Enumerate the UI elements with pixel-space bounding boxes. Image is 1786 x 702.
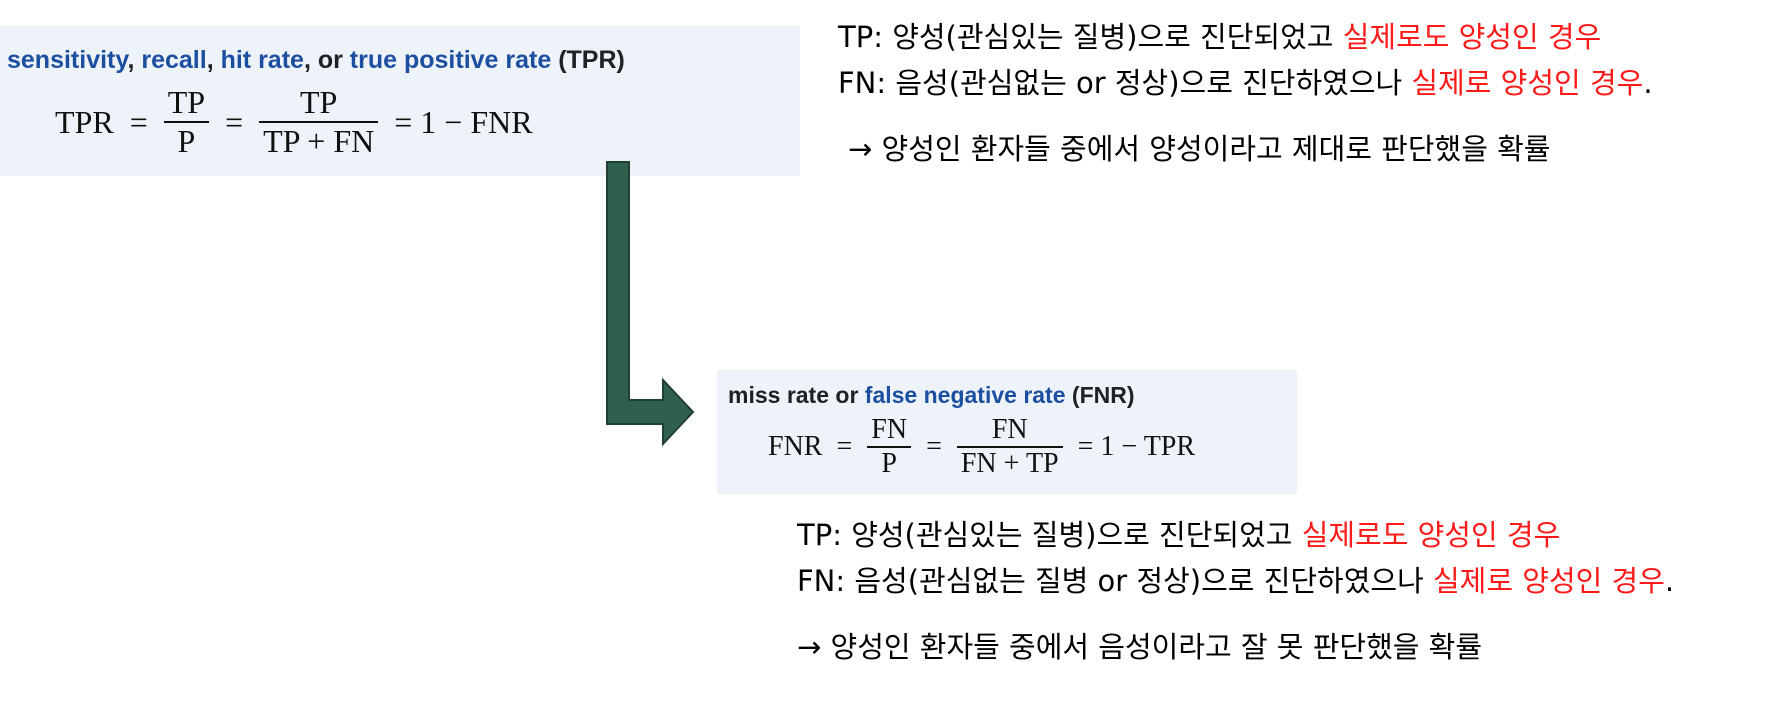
fraction-fn-over-fn-tp: FN FN + TP bbox=[956, 414, 1063, 480]
arrow-shape bbox=[606, 161, 695, 447]
term-recall: recall bbox=[141, 46, 207, 74]
numerator: FN bbox=[871, 414, 908, 445]
tp-text: TP: 양성(관심있는 질병)으로 진단되었고 bbox=[797, 518, 1302, 552]
fn-highlight: 실제로 양성인 경우 bbox=[1433, 564, 1665, 598]
denominator: TP + FN bbox=[259, 121, 379, 160]
term-false-negative-rate: false negative rate bbox=[864, 382, 1066, 408]
numerator: TP bbox=[167, 84, 206, 120]
tpr-definition-box: sensitivity, recall, hit rate, or true p… bbox=[0, 26, 800, 176]
term-hit-rate: hit rate bbox=[220, 46, 304, 74]
formula-rhs: 1 − FNR bbox=[420, 103, 533, 140]
equals-sign: = bbox=[829, 431, 853, 462]
fn-definition-line: FN: 음성(관심없는 or 정상)으로 진단하였으나 실제로 양성인 경우. bbox=[838, 60, 1653, 106]
formula-rhs: 1 − TPR bbox=[1100, 431, 1196, 462]
tpr-notes: TP: 양성(관심있는 질병)으로 진단되었고 실제로도 양성인 경우 FN: … bbox=[838, 14, 1653, 172]
term-tpr-abbrev: (TPR) bbox=[551, 46, 625, 74]
tp-definition-line: TP: 양성(관심있는 질병)으로 진단되었고 실제로도 양성인 경우 bbox=[838, 14, 1653, 60]
tp-text: TP: 양성(관심있는 질병)으로 진단되었고 bbox=[838, 20, 1343, 54]
tpr-conclusion: → 양성인 환자들 중에서 양성이라고 제대로 판단했을 확률 bbox=[848, 132, 1551, 166]
fnr-definition-box: miss rate or false negative rate (FNR) F… bbox=[717, 370, 1297, 494]
formula-lhs: FNR bbox=[768, 431, 823, 462]
title-separator: , or bbox=[303, 46, 350, 74]
title-separator: , bbox=[206, 46, 221, 74]
fnr-notes: TP: 양성(관심있는 질병)으로 진단되었고 실제로도 양성인 경우 FN: … bbox=[797, 512, 1674, 670]
equals-sign: = bbox=[394, 103, 413, 140]
tp-definition-line: TP: 양성(관심있는 질병)으로 진단되었고 실제로도 양성인 경우 bbox=[797, 512, 1674, 558]
fn-text: FN: 음성(관심없는 질병 or 정상)으로 진단하였으나 bbox=[797, 564, 1433, 598]
equals-sign: = bbox=[926, 431, 942, 462]
fraction-fn-over-p: FN P bbox=[867, 414, 912, 480]
tp-highlight: 실제로도 양성인 경우 bbox=[1301, 518, 1561, 552]
fraction-tp-over-tp-fn: TP TP + FN bbox=[259, 84, 379, 160]
fn-definition-line: FN: 음성(관심없는 질병 or 정상)으로 진단하였으나 실제로 양성인 경… bbox=[797, 558, 1674, 604]
denominator: P bbox=[163, 121, 210, 160]
denominator: FN + TP bbox=[956, 446, 1063, 480]
term-fnr-abbrev: (FNR) bbox=[1065, 382, 1135, 408]
equals-sign: = bbox=[121, 103, 148, 140]
formula-lhs: TPR bbox=[55, 103, 114, 140]
fn-period: . bbox=[1664, 564, 1675, 598]
equals-sign: = bbox=[225, 103, 244, 140]
term-true-positive-rate: true positive rate bbox=[349, 46, 552, 74]
tpr-title: sensitivity, recall, hit rate, or true p… bbox=[7, 46, 625, 75]
fnr-formula: FNR = FN P = FN FN + TP = 1 − TPR bbox=[768, 414, 1195, 480]
fnr-title: miss rate or false negative rate (FNR) bbox=[728, 382, 1135, 409]
fn-text: FN: 음성(관심없는 or 정상)으로 진단하였으나 bbox=[838, 66, 1412, 100]
title-separator: , bbox=[127, 46, 142, 74]
fn-highlight: 실제로 양성인 경우 bbox=[1411, 66, 1644, 100]
tp-highlight: 실제로도 양성인 경우 bbox=[1342, 20, 1602, 54]
numerator: TP bbox=[300, 84, 338, 120]
fn-period: . bbox=[1643, 66, 1653, 100]
fnr-conclusion: → 양성인 환자들 중에서 음성이라고 잘 못 판단했을 확률 bbox=[797, 630, 1483, 664]
fraction-tp-over-p: TP P bbox=[163, 84, 210, 160]
term-sensitivity: sensitivity bbox=[7, 46, 128, 74]
denominator: P bbox=[867, 446, 912, 480]
equals-sign: = bbox=[1077, 431, 1094, 462]
term-miss-rate: miss rate or bbox=[728, 382, 865, 408]
numerator: FN bbox=[991, 414, 1028, 445]
tpr-formula: TPR = TP P = TP TP + FN = 1 − FNR bbox=[55, 84, 533, 160]
